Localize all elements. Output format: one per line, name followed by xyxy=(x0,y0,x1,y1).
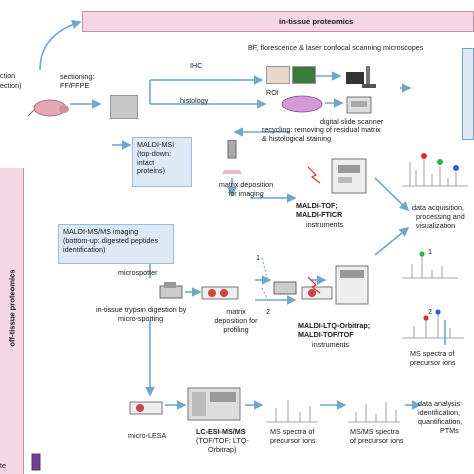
maldi-msi-line-3: intact xyxy=(137,157,155,167)
ms-prec-line-1: MS spectra of xyxy=(270,427,315,436)
analysis-line-1: data analysis: xyxy=(418,399,462,408)
analysis-line-2: identification, xyxy=(418,408,460,417)
matrix-dep-imaging-2: for imaging xyxy=(228,189,264,198)
left-fragment-1: ction xyxy=(0,71,16,80)
number-2-low: 2 xyxy=(266,307,270,316)
in-tissue-banner: in-tissue proteomics xyxy=(82,11,474,32)
ihc-label: IHC xyxy=(190,61,203,70)
number-1-spectrum: 1 xyxy=(428,247,432,256)
laser-icon xyxy=(307,166,321,184)
maldi-msms-line-2: (bottom-up: digested peptides xyxy=(63,235,159,245)
microspotter-label: microspotter xyxy=(118,268,158,277)
spectrum-2 xyxy=(402,309,464,339)
data-acq-line-2: processing and xyxy=(416,212,465,221)
histology-label: histology xyxy=(180,96,209,105)
maldi-msi-line-1: MALDI-MSI xyxy=(137,140,175,149)
lesa-slide-icon xyxy=(129,401,163,415)
msms-line-1: MS/MS spectra xyxy=(350,427,400,436)
ms-prec-line-2: precursor ions xyxy=(270,436,316,445)
ihc-image xyxy=(266,66,290,84)
lcesi-line-3: Orbitrap) xyxy=(208,445,237,454)
slide-icon-1 xyxy=(201,286,239,300)
analysis-line-4: PTMs xyxy=(440,426,459,435)
data-acq-line-1: data acquisition, xyxy=(412,203,464,212)
vial-icon xyxy=(31,453,41,471)
laser-icon-2 xyxy=(307,276,321,294)
data-acq-line-3: visualization xyxy=(416,221,456,230)
matrix-prof-line-1: matrix xyxy=(226,307,246,316)
left-fragment-bottom: te xyxy=(0,461,6,470)
msms-spectrum xyxy=(348,402,400,423)
maldi-tof-instrument-icon xyxy=(331,158,367,194)
maldi-tof-line-3: instruments xyxy=(306,220,344,229)
fluorescence-image xyxy=(292,66,316,84)
micro-lesa-label: micro-LESA xyxy=(128,431,167,440)
microscopes-label: BF, florescence & laser confocal scannin… xyxy=(248,43,424,52)
microspotter-icon xyxy=(159,282,183,299)
trypsin-line-2: micro-spotting xyxy=(118,314,164,323)
recycling-line-1: recycling: removing of residual matrix xyxy=(262,125,381,134)
tissue-section-icon xyxy=(110,95,138,119)
maldi-msms-line-3: identification) xyxy=(63,244,106,254)
off-tissue-banner: off-tissue proteomics xyxy=(0,168,24,474)
maldi-msi-line-4: proteins) xyxy=(137,166,165,176)
maldi-msms-line-1: MALDI-MS/MS imaging xyxy=(63,227,139,236)
orbitrap-instrument-icon xyxy=(335,265,369,305)
ms-precursor-spectrum xyxy=(266,400,318,423)
matrix-prof-line-3: profiling xyxy=(223,325,249,334)
maldi-msms-box: MALDI-MS/MS imaging (bottom-up: digested… xyxy=(58,224,174,264)
analysis-line-3: quantification, xyxy=(418,417,463,426)
lcesi-line-2: (TOF/TOF; LTQ- xyxy=(196,436,249,445)
msms-line-2: of precursor ions xyxy=(350,436,404,445)
slide-icon-2 xyxy=(301,286,333,300)
orbitrap-line-1: MALDI-LTQ-Orbitrap; xyxy=(298,321,371,330)
slide-scanner-label: digital slide scanner xyxy=(320,117,384,126)
ms-spectra-line-2: precursor ions xyxy=(410,358,456,367)
recycling-line-2: & histological staining xyxy=(262,134,332,143)
in-tissue-title: in-tissue proteomics xyxy=(279,17,354,26)
roi-label: ROI xyxy=(266,88,279,97)
sectioning-label: sectioning: xyxy=(60,72,95,81)
number-1-top: 1 xyxy=(256,253,260,262)
histology-roi-image xyxy=(281,95,323,113)
maldi-msi-box: MALDI-MSI (top-down: intact proteins) xyxy=(132,137,192,187)
ms-spectrum-top xyxy=(402,153,468,187)
ff-ffpe-label: FF/FFPE xyxy=(60,81,90,90)
maldi-tof-line-1: MALDI-TOF; xyxy=(296,201,338,210)
orbitrap-line-3: instruments xyxy=(312,340,350,349)
orbitrap-line-2: MALDI-TOF/TOF xyxy=(298,330,354,339)
matrix-prof-line-2: deposition for xyxy=(214,316,258,325)
left-fragment-2: ection) xyxy=(0,81,22,90)
lcesi-line-1: LC-ESI-MS/MS xyxy=(196,427,246,436)
right-edge-panel xyxy=(462,48,474,140)
trypsin-line-1: in-tissue trypsin digestion by xyxy=(96,305,187,314)
sprayer-icon-2 xyxy=(273,281,297,295)
number-2-spectrum: 2 xyxy=(428,307,432,316)
sprayer-icon xyxy=(222,140,242,174)
lc-esi-instrument-icon xyxy=(187,387,241,421)
microscope-icon xyxy=(346,66,376,88)
slide-scanner-icon xyxy=(346,96,372,114)
off-tissue-title: off-tissue proteomics xyxy=(7,269,17,347)
spectrum-1 xyxy=(402,251,458,279)
maldi-tof-line-2: MALDI-FTICR xyxy=(296,210,343,219)
brain-icon xyxy=(28,99,69,117)
matrix-dep-imaging-1: matrix deposition xyxy=(218,180,274,189)
maldi-msi-line-2: (top-down: xyxy=(137,148,171,158)
ms-spectra-line-1: MS spectra of xyxy=(410,349,455,358)
